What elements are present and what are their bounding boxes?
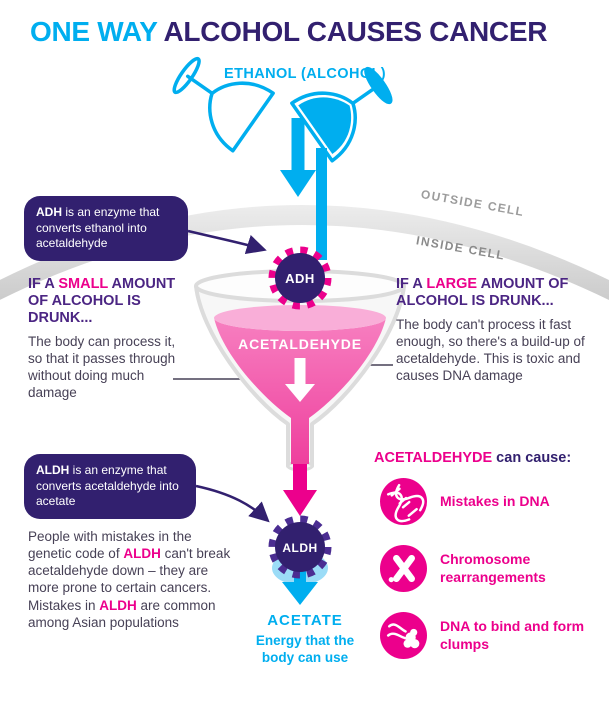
title-highlight: ONE WAY: [30, 16, 158, 47]
wine-glass-right-icon: [290, 66, 393, 163]
genetics-text: People with mistakes in the genetic code…: [28, 529, 192, 562]
adh-enzyme-name: ADH: [36, 205, 62, 219]
page-title: ONE WAY ALCOHOL CAUSES CANCER: [30, 16, 547, 48]
list-item: Mistakes in DNA: [380, 478, 598, 525]
svg-text:ALDH: ALDH: [282, 541, 317, 555]
ethanol-label: ETHANOL (ALCOHOL): [224, 66, 386, 82]
title-rest: ALCOHOL CAUSES CANCER: [157, 16, 548, 47]
acetate-block: ACETATE Energy that the body can use: [220, 612, 390, 667]
dna-mistake-icon: [380, 478, 427, 525]
genetics-emphasis: ALDH: [123, 546, 161, 562]
wine-glass-left-icon: [172, 56, 275, 153]
genetics-emphasis: ALDH: [99, 597, 137, 613]
small-amount-block: IF A SMALL AMOUNT OF ALCOHOL IS DRUNK...…: [28, 276, 188, 401]
small-amount-heading: IF A SMALL AMOUNT OF ALCOHOL IS DRUNK...: [28, 276, 188, 327]
heading-emphasis: LARGE: [426, 276, 478, 292]
pour-arrow: [280, 118, 316, 197]
chromosome-icon: [380, 545, 427, 592]
heading-emphasis: SMALL: [58, 276, 109, 292]
acetate-label: ACETATE: [267, 612, 343, 629]
ethanol-stream: [316, 148, 327, 260]
aldh-enzyme-note: ALDH is an enzyme that converts acetalde…: [24, 454, 196, 519]
svg-text:ADH: ADH: [285, 271, 315, 286]
causes-list: Mistakes in DNA Chromosome rearrangement…: [380, 478, 598, 659]
large-amount-heading: IF A LARGE AMOUNT OF ALCOHOL IS DRUNK...: [396, 276, 596, 310]
heading-text: AMOUNT OF ALCOHOL IS DRUNK...: [396, 276, 569, 310]
cause-label: Chromosome rearrangements: [440, 551, 546, 585]
acetate-description: Energy that the body can use: [255, 633, 355, 665]
causes-header-emphasis: ACETALDEHYDE: [374, 450, 493, 466]
list-item: DNA to bind and form clumps: [380, 612, 598, 659]
aldh-enzyme-name: ALDH: [36, 463, 70, 477]
acetaldehyde-flow-arrow: [283, 464, 317, 516]
adh-note-arrow: [187, 229, 267, 255]
large-amount-block: IF A LARGE AMOUNT OF ALCOHOL IS DRUNK...…: [396, 276, 596, 384]
aldh-gear: ALDH: [268, 515, 332, 579]
genetics-text: can't break acetaldehyde down – they are…: [28, 546, 231, 613]
large-amount-body: The body can't process it fast enough, s…: [396, 317, 585, 384]
genetics-paragraph: People with mistakes in the genetic code…: [28, 528, 234, 631]
adh-gear: ADH: [268, 246, 332, 310]
cause-label: DNA to bind and form clumps: [440, 618, 585, 652]
acetaldehyde-label: ACETALDEHYDE: [238, 336, 362, 352]
aldh-enzyme-text: is an enzyme that converts acetaldehyde …: [36, 463, 179, 509]
list-item: Chromosome rearrangements: [380, 545, 598, 592]
causes-header-text: can cause:: [492, 450, 572, 466]
dna-clump-icon: [380, 612, 427, 659]
liquid-surface: [214, 305, 386, 331]
heading-text: IF A: [396, 276, 427, 292]
liquid-flow-arrow: [285, 358, 315, 402]
heading-text: IF A: [28, 276, 59, 292]
adh-enzyme-text: is an enzyme that converts ethanol into …: [36, 205, 160, 251]
causes-header: ACETALDEHYDE can cause:: [374, 450, 599, 466]
cause-label: Mistakes in DNA: [440, 492, 550, 509]
adh-enzyme-note: ADH is an enzyme that converts ethanol i…: [24, 196, 188, 261]
genetics-text: are common among Asian populations: [28, 597, 216, 630]
small-amount-body: The body can process it, so that it pass…: [28, 334, 176, 401]
heading-text: AMOUNT OF ALCOHOL IS DRUNK...: [28, 276, 176, 327]
aldh-note-arrow: [195, 484, 270, 523]
outside-cell-label: OUTSIDE CELL: [420, 187, 526, 219]
